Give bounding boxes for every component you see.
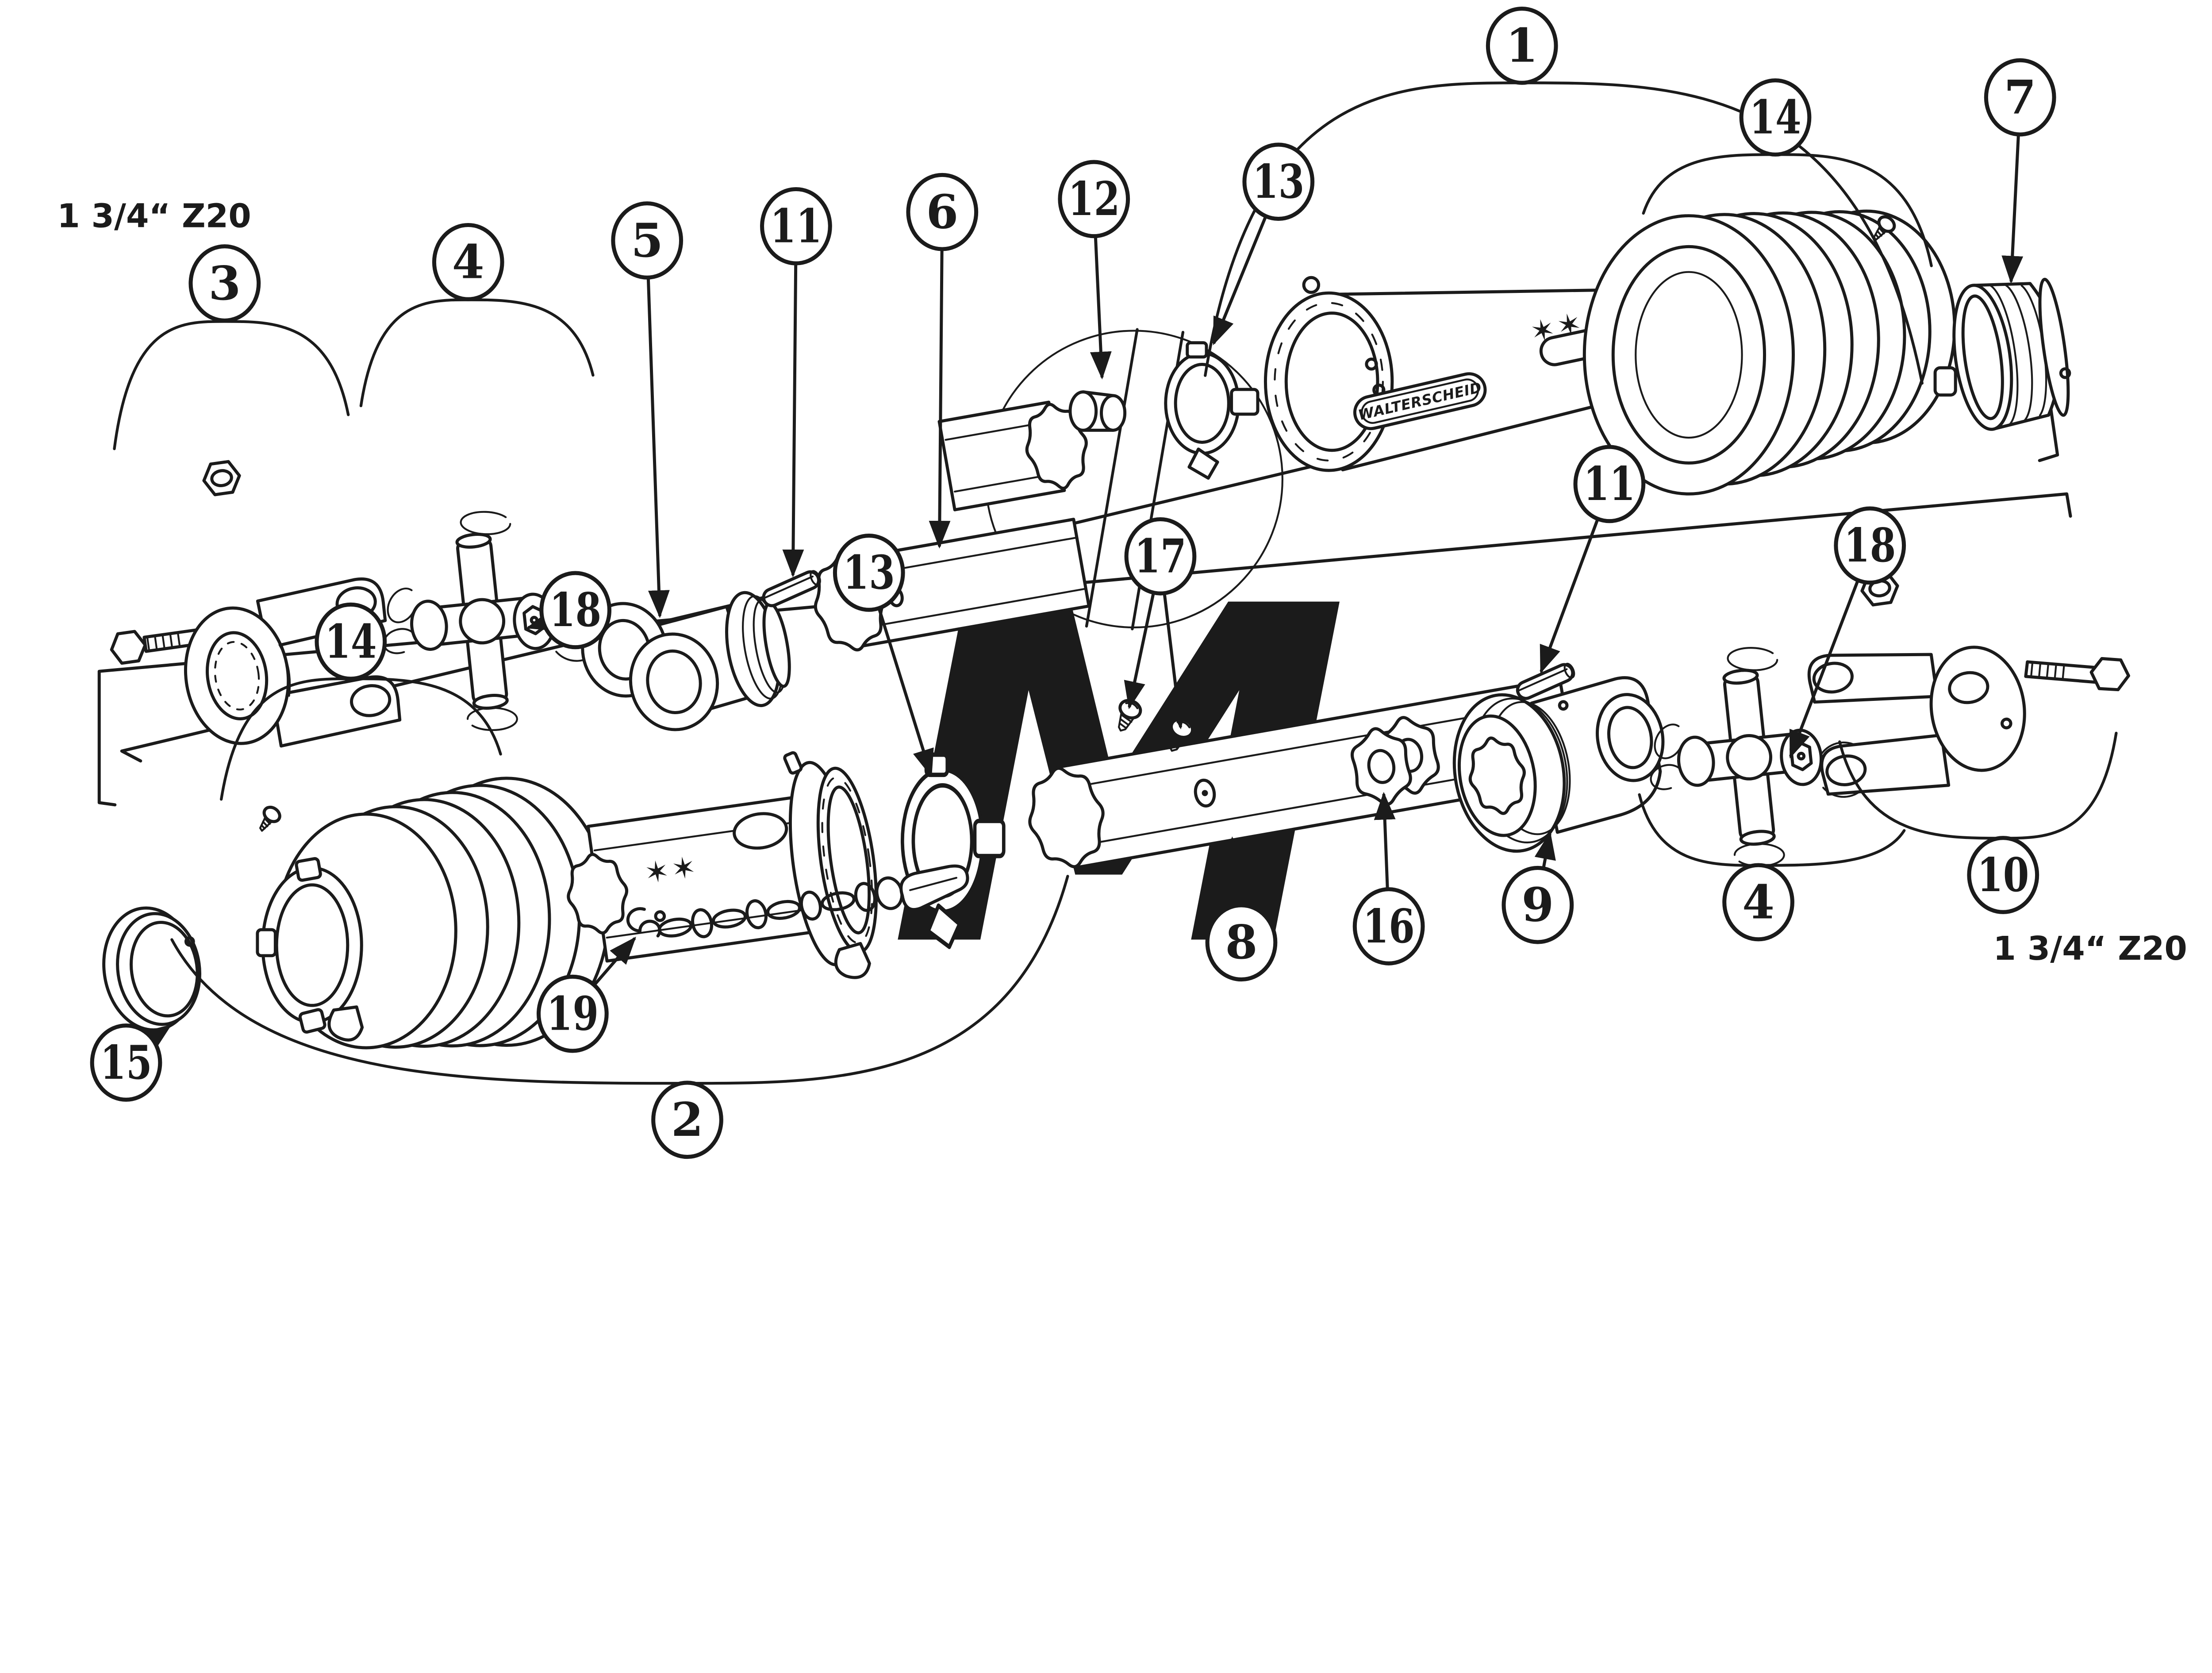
callout-18: 18 <box>539 571 612 650</box>
svg-text:9: 9 <box>1521 878 1554 932</box>
callout-11: 11 <box>760 187 832 265</box>
spline-label-left: 1 3/4“ Z20 <box>57 197 251 235</box>
svg-text:12: 12 <box>1068 172 1120 226</box>
callout-18: 18 <box>1834 506 1906 585</box>
callout-12: 12 <box>1058 160 1130 238</box>
callout-13: 13 <box>833 533 905 612</box>
part-outer-yoke <box>1452 676 1665 853</box>
leader-13 <box>1212 215 1267 346</box>
svg-text:13: 13 <box>1252 154 1304 209</box>
svg-text:1: 1 <box>1506 19 1538 73</box>
svg-text:7: 7 <box>2004 70 2036 124</box>
leader-17 <box>1124 592 1155 709</box>
callout-5: 5 <box>611 201 684 280</box>
svg-text:16: 16 <box>1363 899 1414 954</box>
part-guard-housing-bottom: ✶✶ <box>567 751 878 979</box>
part-guard-housing-top: ✶✶ WALTERSCHEID <box>1263 276 1630 472</box>
svg-text:18: 18 <box>549 583 601 637</box>
callout-15: 15 <box>90 1023 162 1102</box>
callout-10: 10 <box>1967 836 2039 914</box>
svg-text:18: 18 <box>1844 518 1896 573</box>
part-guard-bearing-ring-top <box>1166 343 1258 478</box>
spline-label-right: 1 3/4“ Z20 <box>1993 930 2187 968</box>
part-end-cap <box>1952 277 2071 431</box>
leader-13 <box>878 608 934 777</box>
callout-9: 9 <box>1502 865 1574 944</box>
part-outer-profile-tube <box>1028 677 1579 869</box>
svg-text:2: 2 <box>671 1092 703 1147</box>
part-inner-yoke <box>581 591 791 731</box>
part-bearing-ring <box>102 906 202 1032</box>
svg-text:3: 3 <box>208 256 241 311</box>
callout-2: 2 <box>651 1081 723 1159</box>
svg-text:8: 8 <box>1225 915 1257 969</box>
svg-text:11: 11 <box>1583 457 1635 511</box>
part-profile-ring <box>1351 716 1440 806</box>
leader-16 <box>1374 792 1396 890</box>
callouts-layer: 1 14 7 13 12 6 11 5 4 3 17 11 18 13 14 18 15 19 2 8 16 9 4 10 <box>90 7 2056 1159</box>
brace-3 <box>113 320 350 450</box>
part-plug <box>1068 390 1127 432</box>
callout-14: 14 <box>1739 78 1812 157</box>
pto-shaft-exploded-diagram: M <box>57 7 2187 1159</box>
wear-marks-bottom: ✶✶ <box>642 849 701 891</box>
svg-text:13: 13 <box>843 546 895 600</box>
callout-11: 11 <box>1573 445 1646 523</box>
svg-text:17: 17 <box>1134 529 1186 584</box>
svg-text:6: 6 <box>926 185 958 239</box>
leaders-layer <box>143 134 2024 1050</box>
leader-18 <box>1789 580 1859 759</box>
callout-1: 1 <box>1486 7 1558 85</box>
leader-7 <box>2001 134 2024 284</box>
svg-text:15: 15 <box>100 1035 152 1090</box>
leader-17 <box>1163 592 1188 730</box>
leader-11 <box>782 263 804 577</box>
leader-18 <box>526 610 556 631</box>
callout-16: 16 <box>1352 887 1425 965</box>
part-guard-cone-top <box>1582 209 1957 496</box>
cone-screw-bottom <box>254 804 282 835</box>
svg-text:10: 10 <box>1977 848 2029 902</box>
svg-text:4: 4 <box>1742 875 1774 929</box>
leader-12 <box>1090 235 1112 380</box>
svg-text:14: 14 <box>325 614 376 669</box>
callout-7: 7 <box>1984 58 2056 137</box>
magnified-tube-end <box>937 400 1088 512</box>
yoke-nut <box>202 460 241 496</box>
callout-4: 4 <box>1722 863 1794 942</box>
svg-text:5: 5 <box>631 213 663 268</box>
svg-text:11: 11 <box>770 199 822 254</box>
part-implement-yoke <box>1807 570 2130 796</box>
callout-3: 3 <box>188 244 261 323</box>
part-tractor-yoke <box>110 460 402 748</box>
callout-4: 4 <box>432 223 504 301</box>
part-safety-chain <box>626 864 969 938</box>
callout-17: 17 <box>1124 517 1197 596</box>
svg-text:14: 14 <box>1749 90 1801 145</box>
leader-6 <box>929 249 951 549</box>
callout-13: 13 <box>1242 142 1315 221</box>
leader-9 <box>1534 831 1556 869</box>
leader-19 <box>593 936 636 986</box>
callout-8: 8 <box>1205 903 1278 982</box>
callout-14: 14 <box>315 602 387 681</box>
assembly-2-boundary <box>97 492 2072 807</box>
diagram-page: M <box>57 7 2187 1159</box>
svg-text:4: 4 <box>452 235 484 289</box>
leader-15 <box>143 1024 172 1050</box>
leader-11 <box>1540 518 1599 674</box>
leader-8 <box>1224 836 1246 906</box>
yoke-bolt <box>2024 657 2130 692</box>
leader-5 <box>646 277 670 619</box>
spline-bore <box>214 641 260 711</box>
callout-6: 6 <box>906 173 979 251</box>
callout-19: 19 <box>536 974 609 1053</box>
svg-text:19: 19 <box>547 986 599 1041</box>
brace-4 <box>359 298 595 408</box>
